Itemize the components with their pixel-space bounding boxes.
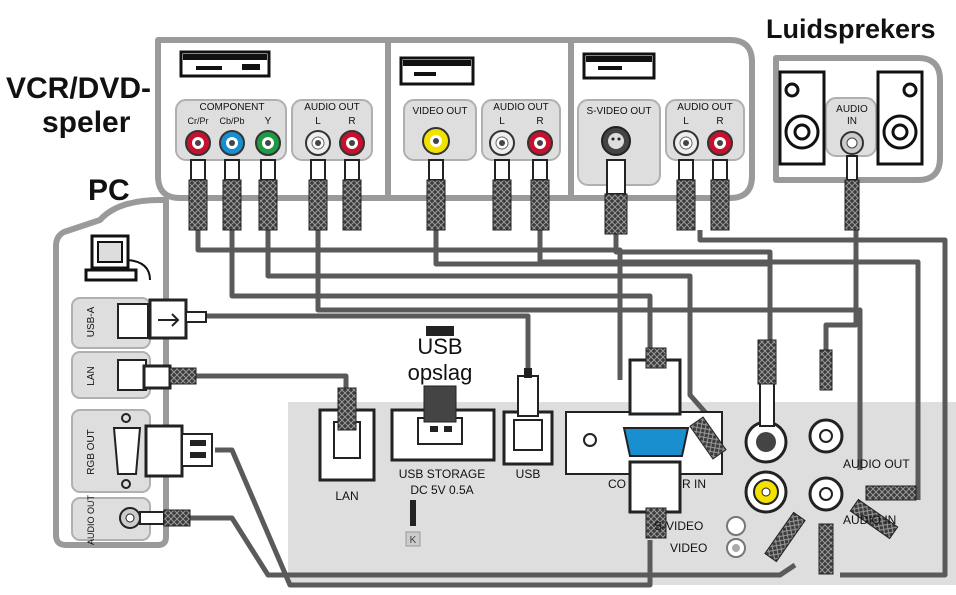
pc-rgb-port: [112, 413, 213, 489]
jack-y: [255, 130, 281, 156]
cable-lan: [195, 373, 349, 390]
label-r-1: R: [348, 116, 355, 127]
jack-video-out: [422, 127, 450, 155]
label-video-out: VIDEO OUT: [412, 106, 467, 117]
label-r-3: R: [716, 116, 723, 127]
label-svideo-out: S-VIDEO OUT: [586, 106, 651, 117]
heading-vcr-line1: VCR/DVD-: [6, 72, 151, 105]
jack-speaker-audio-in: [840, 131, 864, 155]
projector-label-audio-in: AUDIO IN: [843, 513, 896, 527]
jack-cr: [185, 130, 211, 156]
usb-storage-caption-line2: opslag: [408, 360, 473, 385]
cable-audio-pc: [190, 515, 797, 578]
pc-lan-port: [117, 359, 197, 391]
projector-label-usb-power: DC 5V 0.5A: [410, 483, 473, 497]
cable-audio-svideo: [697, 230, 948, 578]
vcr-dvd-frame: [155, 37, 755, 201]
label-cr-pr: Cr/Pr: [188, 116, 209, 126]
projector-lan-port: [318, 387, 376, 482]
jack-audio-r-1: [339, 130, 365, 156]
label-l-3: L: [683, 116, 689, 127]
label-pc-audio-out: AUDIO OUT: [86, 495, 96, 546]
projector-usb-port: [502, 368, 554, 466]
cable-audio-vcr: [537, 230, 921, 500]
dvd-player-icon: [399, 56, 475, 86]
pc-usb-port: [117, 298, 207, 340]
vcr-icon: [179, 50, 271, 78]
angled-plug-y: [689, 416, 727, 460]
cable-pb: [229, 230, 653, 370]
jack-audio-l-1: [305, 130, 331, 156]
label-speaker-in: IN: [847, 116, 857, 127]
usb-storage-caption-line1: USB: [417, 334, 462, 359]
label-pc-rgb-out: RGB OUT: [86, 429, 97, 475]
label-audio-out-3: AUDIO OUT: [677, 102, 733, 113]
projector-label-usb: USB: [516, 467, 541, 481]
projector-label-computer-in-right: R IN: [682, 477, 706, 491]
label-l-1: L: [315, 116, 321, 127]
projector-label-lan: LAN: [335, 489, 358, 503]
svideo-video-small-icons: [726, 516, 746, 558]
projector-audio-out-port: [808, 349, 844, 454]
lock-icon: [405, 500, 421, 547]
projector-audio-in-port: [764, 476, 917, 575]
label-r-2: R: [536, 116, 543, 127]
label-component: COMPONENT: [200, 102, 265, 113]
cable-audio-dvd: [315, 230, 863, 470]
projector-label-usb-storage: USB STORAGE: [399, 467, 485, 481]
label-y: Y: [265, 116, 272, 127]
projector-computer-in-port: [565, 347, 723, 539]
speaker-frame: [773, 55, 943, 183]
projector-label-svideo: S-VIDEO: [654, 519, 703, 533]
heading-speakers: Luidsprekers: [766, 14, 936, 44]
lock-icon-glyph: K: [410, 535, 417, 546]
projector-video-port: [744, 470, 788, 514]
heading-vcr-line2: speler: [42, 106, 131, 139]
label-audio-out-2: AUDIO OUT: [493, 102, 549, 113]
usb-stick-icon: [426, 326, 454, 336]
jack-audio-l-3: [673, 130, 699, 156]
projector-label-computer-in-left: CO: [608, 477, 626, 491]
jack-svideo-out: [601, 126, 631, 156]
pc-frame: [53, 197, 169, 548]
pc-audio-port: [119, 507, 191, 529]
label-l-2: L: [499, 116, 505, 127]
vcr-icon-2: [582, 52, 656, 80]
jack-cb: [219, 130, 245, 156]
label-speaker-audio: AUDIO: [836, 104, 868, 115]
cable-rgb: [215, 447, 653, 588]
speaker-right-icon: [876, 70, 924, 166]
cable-y: [265, 230, 714, 422]
jack-audio-r-3: [707, 130, 733, 156]
rca-plugs: [188, 155, 860, 235]
computer-icon: [84, 234, 151, 282]
label-pc-lan: LAN: [86, 366, 97, 385]
projector-usb-storage-port: [390, 385, 496, 462]
label-pc-usb-a: USB-A: [86, 306, 97, 337]
projector-label-audio-out: AUDIO OUT: [843, 457, 910, 471]
label-cb-pb: Cb/Pb: [219, 116, 244, 126]
cable-pr: [195, 230, 623, 380]
cable-speaker: [823, 230, 859, 355]
cable-svideo: [613, 230, 773, 340]
speaker-left-icon: [778, 70, 826, 166]
heading-pc: PC: [88, 174, 130, 207]
jack-audio-r-2: [527, 130, 553, 156]
jack-audio-l-2: [489, 130, 515, 156]
cable-usb: [205, 313, 531, 380]
projector-svideo-port: [744, 339, 788, 464]
projector-label-video: VIDEO: [670, 541, 707, 555]
label-audio-out-1: AUDIO OUT: [304, 102, 360, 113]
